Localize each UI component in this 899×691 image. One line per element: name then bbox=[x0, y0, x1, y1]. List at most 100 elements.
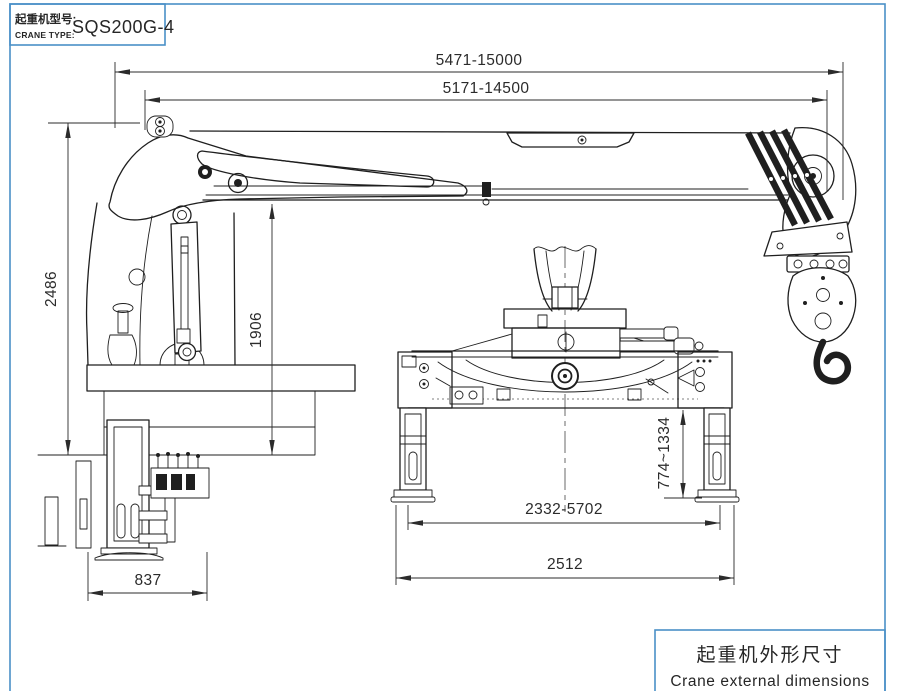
root-bolt-top-dot bbox=[158, 120, 162, 124]
boom-root-slot bbox=[196, 150, 435, 188]
jib-bolt-3 bbox=[793, 174, 797, 178]
column-inner-edge bbox=[139, 215, 153, 366]
gusset-left bbox=[451, 333, 513, 352]
boom-head bbox=[745, 127, 857, 273]
rear-leg-right-slot bbox=[712, 451, 722, 481]
dim-outrigger-travel-arrow-top bbox=[680, 410, 686, 425]
hook-block-hole-top bbox=[816, 288, 830, 302]
boom-top-plate-bolt bbox=[580, 138, 584, 142]
rear-leg-right bbox=[703, 407, 731, 491]
stub-right-wall bbox=[577, 248, 597, 312]
dim-overall-width-text: 2512 bbox=[547, 556, 583, 573]
root-bolt-bottom bbox=[155, 126, 165, 136]
box-left-bolt-1-dot bbox=[422, 366, 426, 370]
dim-outrigger-span-lines bbox=[407, 505, 721, 530]
dim-overall-height-arrow-bottom bbox=[65, 440, 71, 455]
hook-block-rivet-2 bbox=[839, 301, 843, 305]
frame-lug-right bbox=[627, 388, 642, 401]
bracket-bolt-2 bbox=[836, 232, 844, 240]
dimension-annotations: 5471-15000 5171-14500 2486 1906 774~1334 bbox=[43, 52, 844, 601]
rear-column-stub bbox=[533, 245, 597, 312]
hook-block bbox=[787, 267, 857, 385]
front-post-slot bbox=[79, 498, 88, 530]
frame-latch-pin bbox=[647, 378, 655, 386]
rear-leg-left-band bbox=[399, 435, 427, 445]
stub-left-wall bbox=[533, 248, 553, 312]
dim-overall-height-arrow-top bbox=[65, 123, 71, 138]
column-left-edge bbox=[85, 202, 98, 366]
rear-leg-right-band bbox=[703, 435, 731, 445]
side-cylinder-knob bbox=[694, 341, 704, 351]
dim-boom-underside: 1906 bbox=[248, 204, 275, 455]
slew-center-ring-inner bbox=[557, 368, 573, 384]
rear-pad-left bbox=[390, 496, 436, 503]
side-outrigger bbox=[37, 390, 316, 561]
box-left-bolt-2-dot bbox=[422, 382, 426, 386]
valve-block-3 bbox=[186, 474, 195, 490]
stub-bolt-ticks bbox=[542, 286, 588, 309]
title-block-box bbox=[9, 3, 166, 46]
slew-base bbox=[451, 308, 704, 359]
title-block: 起重机型号: CRANE TYPE: SQS200G-4 bbox=[9, 3, 174, 46]
boom-clamp-roller bbox=[482, 198, 490, 206]
dim-base-width-text: 837 bbox=[134, 572, 161, 589]
box-right-dot-2 bbox=[702, 359, 706, 363]
frame-lug-left bbox=[496, 388, 511, 401]
leg-slot-1 bbox=[116, 503, 126, 539]
outrigger-leg bbox=[106, 419, 150, 549]
rear-foot-left bbox=[393, 489, 433, 498]
cylinder-block bbox=[176, 328, 191, 344]
box-right-flag bbox=[677, 369, 695, 387]
dim-overall-width: 2512 bbox=[395, 505, 735, 585]
dim-outrigger-span-text: 2332-5702 bbox=[525, 501, 603, 518]
cylinder-top-pivot bbox=[172, 205, 192, 225]
crane-rear-view bbox=[390, 245, 740, 512]
boom-root bbox=[108, 115, 468, 225]
dim-boom-retracted-arrow-left bbox=[145, 97, 160, 103]
cylinder-bottom-pivot bbox=[177, 342, 197, 362]
dim-boom-retracted-text: 5171-14500 bbox=[443, 80, 530, 97]
dim-boom-retracted-lines bbox=[144, 90, 828, 192]
title-block-label-en: CRANE TYPE: bbox=[15, 30, 75, 40]
dim-boom-underside-arrow-bottom bbox=[269, 440, 275, 455]
rear-frame bbox=[397, 350, 733, 409]
foot-pad bbox=[94, 552, 164, 561]
dim-base-width-lines bbox=[87, 552, 208, 601]
stub-break-line bbox=[533, 245, 597, 252]
root-bolt-bottom-dot bbox=[158, 129, 162, 133]
mechanism-lever bbox=[435, 377, 451, 387]
root-pin bbox=[234, 179, 242, 187]
rear-outrigger-legs bbox=[390, 407, 740, 503]
caption-title-zh: 起重机外形尺寸 bbox=[696, 644, 843, 666]
jib-bolt-1 bbox=[769, 177, 773, 181]
root-bushing-inner bbox=[202, 169, 208, 175]
jib-bolt-2 bbox=[781, 176, 785, 180]
boom-root-plate bbox=[108, 134, 468, 221]
rear-leg-left bbox=[399, 407, 427, 491]
dim-outrigger-travel-arrow-bottom bbox=[680, 483, 686, 498]
drawing-border bbox=[9, 3, 886, 691]
valve-lever-knob-1 bbox=[156, 453, 160, 457]
column-handle-ring bbox=[128, 268, 146, 286]
boom-top-plate-hole bbox=[577, 135, 587, 145]
rear-leg-right-inner bbox=[708, 413, 726, 485]
boom-clamp bbox=[482, 182, 491, 197]
hook-block-hole-bottom bbox=[814, 312, 832, 330]
boom-top-plate bbox=[506, 132, 635, 148]
dim-outrigger-span: 2332-5702 bbox=[407, 501, 721, 530]
outrigger-leg-inner bbox=[113, 426, 143, 542]
dim-outrigger-travel: 774~1334 bbox=[656, 410, 702, 499]
cylinder-bottom-pin bbox=[182, 347, 192, 357]
mechanism-bolt-2 bbox=[468, 390, 478, 400]
dim-boom-max-arrow-left bbox=[115, 69, 130, 75]
bracket-bolt-1 bbox=[776, 242, 784, 250]
dim-boom-max: 5471-15000 bbox=[114, 52, 844, 200]
rear-pad-right bbox=[694, 496, 740, 503]
front-jack bbox=[44, 496, 59, 546]
cylinder-collar bbox=[180, 245, 189, 254]
dim-base-width-arrow-right bbox=[192, 590, 207, 596]
link-bolt-4 bbox=[838, 259, 848, 269]
hook-block-rivet-3 bbox=[821, 276, 825, 280]
dim-boom-retracted-arrow-right bbox=[812, 97, 827, 103]
column-right-edge bbox=[233, 212, 236, 366]
